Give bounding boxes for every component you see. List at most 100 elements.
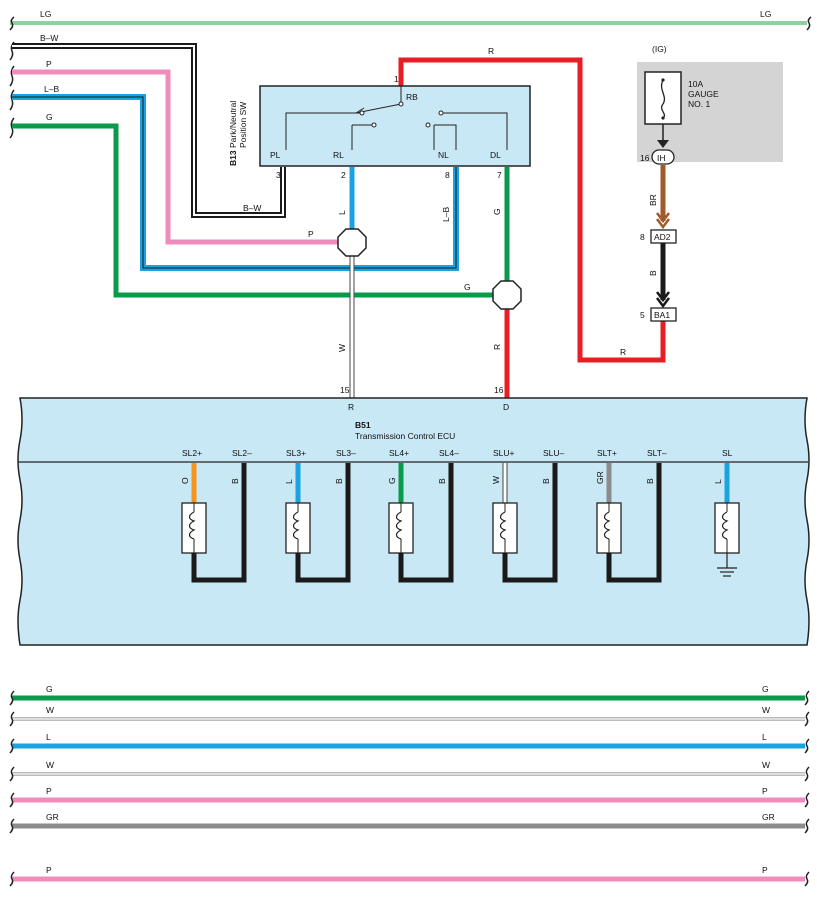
wire-label: R: [620, 347, 626, 357]
fuse-pin: 16: [640, 153, 650, 163]
wire-break-left: [9, 738, 15, 754]
wire-label: L: [284, 479, 294, 484]
wire-label: L: [762, 732, 767, 742]
wire-label: B: [541, 478, 551, 484]
wire-label: P: [308, 229, 314, 239]
wire-break-right: [804, 711, 810, 727]
wire-label: G: [492, 208, 502, 215]
connector-pin: 8: [640, 232, 645, 242]
switch-name-2: Position SW: [238, 102, 248, 148]
coil-winding: [395, 511, 403, 540]
wire-label: GR: [595, 471, 605, 484]
ecu-terminal-neg: SLT–: [647, 448, 667, 458]
switch-terminal-nl: NL: [438, 150, 449, 160]
switch-pin-dl: 7: [497, 170, 502, 180]
wire-break-left: [9, 792, 15, 808]
wire-label: W: [46, 760, 54, 770]
wire-label: W: [762, 705, 770, 715]
wire-break-right: [804, 792, 810, 808]
wire-label: G: [46, 684, 53, 694]
solenoid-pair: SLT+ SLT– GR B: [595, 448, 667, 583]
wire-label: L–B: [44, 84, 59, 94]
switch-pin-nl: 8: [445, 170, 450, 180]
fuse-name-1: GAUGE: [688, 89, 719, 99]
connector-ba1: BA1 5: [640, 307, 677, 322]
switch-name-1: Park/Neutral: [228, 101, 238, 148]
ecu-terminal-neg: SL2–: [232, 448, 252, 458]
wire-label: O: [180, 477, 190, 484]
ecu-name: Transmission Control ECU: [355, 431, 455, 441]
wire-break-left: [9, 766, 15, 782]
wire-label: P: [46, 865, 52, 875]
solenoid-sl: SL L: [713, 448, 740, 577]
wire-label: R: [488, 46, 494, 56]
wire-label: L–B: [441, 207, 451, 222]
wire-label: G: [387, 477, 397, 484]
wire-p-top: P P: [12, 59, 338, 245]
fuse-name-2: NO. 1: [688, 99, 710, 109]
wire-break-right: [804, 738, 810, 754]
connector-name: BA1: [654, 310, 670, 320]
coil-winding: [292, 511, 300, 540]
switch-pin-rl: 2: [341, 170, 346, 180]
wire-break-left: [9, 818, 15, 834]
switch-terminal-rl: RL: [333, 150, 344, 160]
ecu-terminal-pos: SL2+: [182, 448, 202, 458]
junction-dl: [492, 280, 522, 310]
junction-rl: [337, 228, 367, 257]
wire-label: B: [230, 478, 240, 484]
wire-neg: [398, 463, 454, 583]
connector-ad2: AD2 8: [640, 229, 677, 244]
wire-label: B: [648, 270, 658, 276]
switch-pin-rb: 1: [394, 74, 399, 84]
wire-r-top: R R: [398, 46, 666, 363]
wire-lg-top: LG LG: [9, 9, 812, 31]
coil-winding: [603, 511, 611, 540]
ecu-code: B51: [355, 420, 371, 430]
fuse-source: (IG): [652, 44, 667, 54]
wire-label: LG: [40, 9, 51, 19]
wire-g-top: G G G: [12, 112, 510, 298]
wire-break-right: [804, 871, 810, 887]
wire-label: GR: [762, 812, 775, 822]
wire-r-ecu: R: [492, 309, 510, 398]
wire-label: R: [492, 344, 502, 350]
wire-br: BR: [648, 165, 670, 230]
wire-label: B–W: [40, 33, 58, 43]
wire-label: P: [762, 865, 768, 875]
wire-label: L: [46, 732, 51, 742]
switch-terminal-rb: RB: [406, 92, 418, 102]
wire-label: B: [437, 478, 447, 484]
ecu-terminal-pos: SLT+: [597, 448, 617, 458]
wire-label: G: [762, 684, 769, 694]
wire-b-fuse: B: [648, 243, 670, 309]
wire-l-rl: L: [337, 167, 355, 229]
wire-lb: L–B L–B: [12, 84, 459, 271]
wire-label: L: [713, 479, 723, 484]
wire-break-right: [804, 690, 810, 706]
wire-label: LG: [760, 9, 771, 19]
switch-terminal-dl: DL: [490, 150, 501, 160]
wire-label: L: [337, 210, 347, 215]
ecu-terminal-pos: SL4+: [389, 448, 409, 458]
wire-neg: [502, 463, 558, 583]
wire-label: B–W: [243, 203, 261, 213]
wire-w-ecu: W: [337, 256, 355, 398]
ecu-terminal-pos: SLU+: [493, 448, 515, 458]
wire-bw: B–W B–W: [12, 33, 286, 218]
coil-winding: [188, 511, 196, 540]
ecu-terminal-r: R: [348, 402, 354, 412]
wire-label: W: [337, 344, 347, 352]
wire-break-right: [804, 818, 810, 834]
wire-label: B: [645, 478, 655, 484]
solenoid-pair: SL2+ SL2– O B: [180, 448, 252, 583]
